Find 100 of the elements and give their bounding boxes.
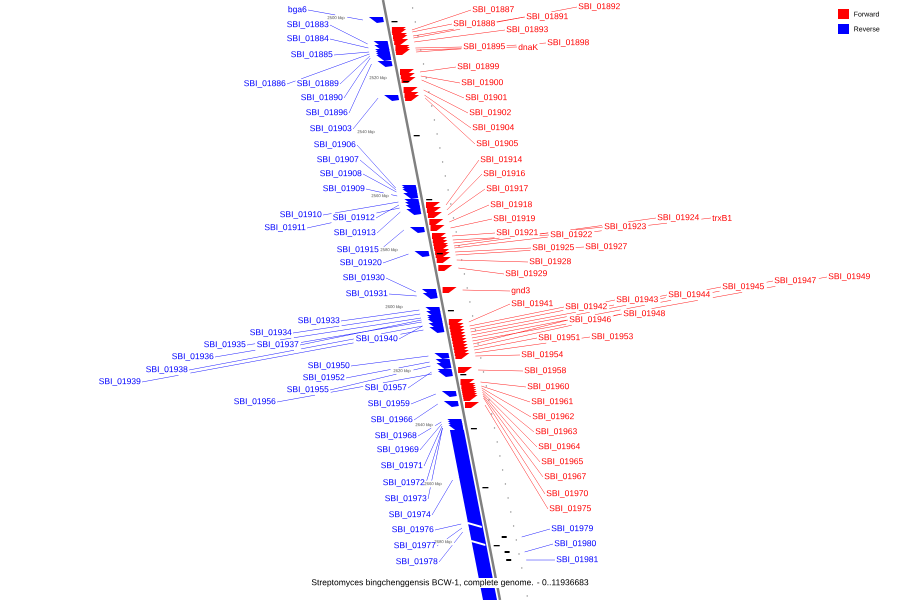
gene-label: SBI_01980	[554, 540, 596, 548]
gene-label: SBI_01903	[310, 125, 352, 133]
gene-label: SBI_01911	[264, 224, 306, 232]
gene-label: SBI_01943	[616, 296, 658, 304]
leader-line	[449, 204, 490, 222]
gene-label: SBI_01975	[550, 505, 591, 513]
gene-label: SBI_01918	[490, 201, 532, 209]
gene-label: SBI_01884	[287, 35, 329, 43]
leader-line	[450, 218, 492, 228]
leader-line	[416, 42, 546, 52]
gene-label: SBI_01921	[496, 229, 538, 237]
leader-line	[340, 310, 420, 322]
gene-label: SBI_01948	[624, 310, 665, 318]
leader-line	[482, 392, 538, 448]
gene-label: SBI_01920	[340, 259, 382, 267]
gene-label: SBI_01946	[570, 316, 611, 324]
leader-line	[418, 422, 442, 436]
leader-line	[469, 306, 564, 326]
leader-line	[356, 144, 396, 188]
gene-label: SBI_01893	[506, 26, 548, 34]
gene-label: SBI_01960	[528, 383, 569, 391]
gene-label: SBI_01909	[323, 185, 364, 193]
leader-line	[292, 314, 420, 334]
gene-label: SBI_01910	[280, 211, 322, 219]
gene-label: SBI_01972	[383, 479, 424, 487]
gene-label: SBI_01939	[99, 378, 140, 386]
leader-line	[413, 6, 578, 38]
leader-line	[308, 10, 364, 20]
gene-label: SBI_01917	[486, 185, 528, 193]
gene-label: SBI_01977	[394, 542, 436, 550]
leader-line	[408, 372, 432, 388]
leader-line	[481, 386, 530, 402]
leader-line	[398, 326, 423, 340]
gene-label: trxB1	[712, 215, 732, 221]
leader-line	[473, 314, 622, 348]
gene-label: SBI_01947	[774, 277, 816, 285]
gene-label: gnd3	[512, 287, 530, 295]
gene-label: SBI_01923	[604, 223, 646, 231]
leader-line	[334, 52, 370, 56]
leader-line	[388, 294, 417, 296]
gene-label: SBI_01964	[538, 443, 580, 451]
leader-line	[448, 188, 486, 216]
gene-label: SBI_01902	[470, 109, 511, 117]
leader-line	[454, 218, 656, 246]
gene-label: SBI_01935	[204, 341, 246, 349]
leader-line	[286, 54, 370, 84]
gene-label: SBI_01976	[392, 526, 434, 534]
gene-label: SBI_01937	[257, 341, 298, 349]
gene-label: SBI_01915	[337, 246, 378, 254]
gene-label: SBI_01934	[250, 329, 292, 337]
leader-line	[482, 390, 534, 432]
gene-label: SBI_01900	[462, 79, 503, 87]
leader-line	[472, 276, 828, 342]
leader-line	[474, 336, 590, 354]
leader-line	[434, 524, 462, 530]
leader-line	[446, 174, 482, 210]
gene-label: SBI_01952	[303, 374, 344, 382]
leader-line	[376, 212, 401, 234]
gene-label: SBI_01953	[592, 333, 633, 341]
leader-line	[340, 56, 370, 84]
leader-line	[471, 286, 722, 336]
leader-line	[474, 338, 538, 350]
gene-label: SBI_01971	[381, 462, 422, 470]
leader-line	[454, 248, 532, 252]
gene-label: SBI_01949	[828, 273, 870, 281]
gene-label: SBI_01978	[396, 558, 438, 566]
gene-label: SBI_01959	[368, 400, 410, 408]
gene-label: SBI_01899	[458, 63, 499, 71]
gene-label: SBI_01945	[722, 283, 764, 291]
gene-label: SBI_01930	[343, 274, 384, 282]
leader-line	[426, 428, 443, 484]
gene-label: SBI_01963	[536, 428, 577, 436]
leader-line	[142, 330, 424, 382]
gene-label: SBI_01958	[524, 367, 566, 375]
leader-line	[424, 94, 472, 128]
leader-line	[376, 204, 400, 218]
gene-label: SBI_01913	[334, 229, 376, 237]
gene-label: SBI_01961	[532, 398, 573, 406]
leader-line	[454, 218, 712, 248]
gene-label: SBI_01967	[544, 473, 586, 481]
gene-label: SBI_01887	[472, 6, 514, 14]
gene-label: SBI_01928	[530, 258, 571, 266]
leader-line	[472, 320, 568, 344]
leader-line	[420, 424, 442, 450]
leader-line	[362, 174, 397, 192]
leader-line	[322, 202, 399, 216]
leader-line	[478, 370, 524, 372]
gene-label: SBI_01929	[506, 270, 547, 278]
gene-label: SBI_01889	[297, 80, 338, 88]
leader-line	[214, 322, 422, 358]
leader-line	[456, 260, 528, 262]
leader-line	[470, 294, 668, 332]
leader-line	[521, 528, 550, 538]
leader-line	[421, 80, 464, 98]
leader-line	[410, 394, 436, 404]
leader-line	[414, 404, 438, 420]
leader-line	[412, 10, 472, 30]
leader-line	[458, 268, 504, 274]
leader-line	[360, 160, 396, 190]
gene-label: SBI_01940	[356, 335, 398, 343]
